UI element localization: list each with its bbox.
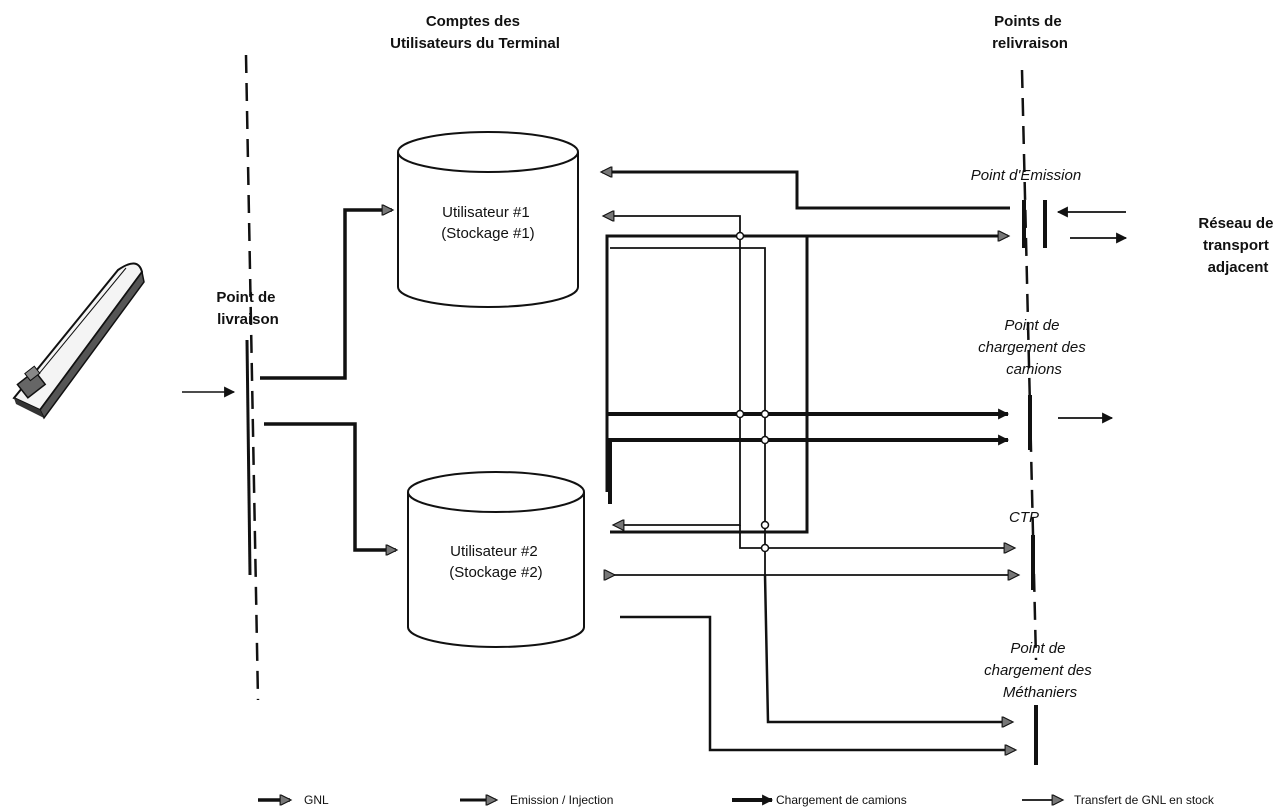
gnl-flow-to-storage-2 <box>264 422 396 550</box>
user-2-label: Utilisateur #2 (Stockage #2) <box>449 543 542 581</box>
ship-loading-flow-2 <box>620 615 1015 750</box>
transfer-to-storage-2 <box>614 440 741 525</box>
ctp-label: CTP <box>1009 509 1039 526</box>
truck-loading-point-label: Point de chargement des camions <box>978 317 1090 378</box>
emission-point-label: Point d'Emission <box>971 167 1081 184</box>
storage-tank-user-1 <box>397 131 579 308</box>
emission-return-to-storage-1 <box>602 172 1010 210</box>
transfer-to-ctp-from-1 <box>739 525 1014 548</box>
terminal-accounts-header: Comptes des Utilisateurs du Terminal <box>390 13 560 52</box>
truck-loading-flow-2 <box>608 434 1010 504</box>
redelivery-points-header: Points de relivraison <box>992 13 1068 52</box>
legend-emission-label: Emission / Injection <box>510 793 613 807</box>
ship-loading-flow-1 <box>763 574 1012 722</box>
delivery-point-label: Point de livraison <box>216 289 279 328</box>
legend: GNL Emission / Injection Chargement de c… <box>258 793 1215 807</box>
user-1-label: Utilisateur #1 (Stockage #1) <box>441 204 534 242</box>
transfer-to-storage-1 <box>604 216 741 440</box>
gnl-flow-to-storage-1 <box>260 210 392 380</box>
delivery-boundary-dashed-line <box>244 54 260 701</box>
transfer-loop-storage-1-to-2 <box>610 247 766 575</box>
emission-flow-from-storage-1 <box>605 236 1008 492</box>
line-crossing-marks <box>735 231 770 553</box>
storage-tank-user-2 <box>407 471 585 648</box>
legend-transfer-label: Transfert de GNL en stock <box>1074 793 1215 807</box>
lng-carrier-ship-icon <box>12 262 145 420</box>
adjacent-network-label: Réseau de transport adjacent <box>1198 215 1277 276</box>
ship-loading-point-label: Point de chargement des Méthaniers <box>984 640 1096 701</box>
delivery-point-line <box>245 339 252 576</box>
legend-truck-loading-label: Chargement de camions <box>776 793 907 807</box>
emission-flow-from-storage-2 <box>610 236 809 534</box>
legend-gnl-label: GNL <box>304 793 329 807</box>
